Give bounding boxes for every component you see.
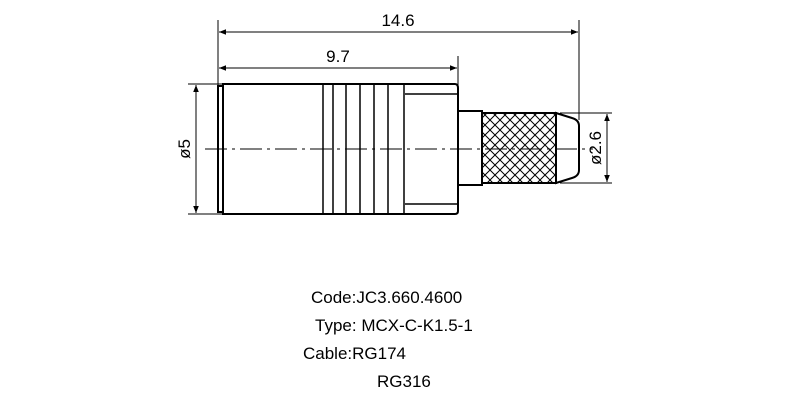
body-diameter-label: ø5	[175, 139, 194, 159]
code-value: JC3.660.4600	[356, 288, 463, 307]
ferrule-collar	[457, 110, 483, 186]
crimp-ferrule	[457, 110, 580, 186]
cable-value-1: RG174	[352, 344, 407, 363]
grip-rings	[322, 84, 405, 214]
cable-label: Cable:	[303, 344, 353, 363]
type-label: Type:	[315, 316, 357, 335]
dimension-lines	[193, 29, 610, 213]
type-line: Type: MCX-C-K1.5-1	[315, 316, 473, 336]
extension-lines	[188, 20, 612, 215]
code-label: Code:	[311, 288, 357, 307]
main-body	[222, 83, 459, 215]
code-line: Code:JC3.660.4600	[311, 288, 462, 308]
ferrule-tip	[555, 111, 580, 185]
crimp-diameter-label: ø2.6	[586, 131, 605, 165]
cable-value-2: RG316	[377, 372, 431, 391]
overall-length-label: 14.6	[381, 11, 414, 30]
cable-line: Cable:RG174	[303, 344, 406, 364]
knurled-section	[481, 112, 557, 184]
cable-line-2: RG316	[377, 372, 431, 392]
type-value: MCX-C-K1.5-1	[361, 316, 473, 335]
body-length-label: 9.7	[326, 47, 350, 66]
